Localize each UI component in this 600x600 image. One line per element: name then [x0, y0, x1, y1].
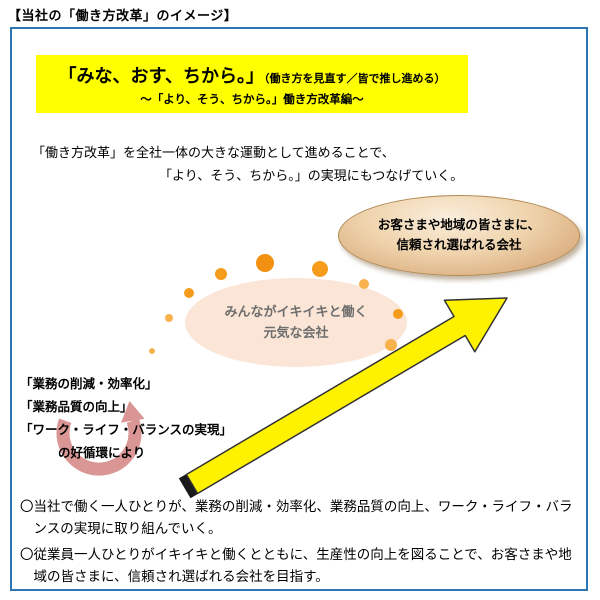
slogan-line: 「みな、おす、ちから。」（働き方を見直す／皆で推し進める） — [40, 62, 464, 88]
summary-bullet-1: 〇当社で働く一人ひとりが、業務の削減・効率化、業務品質の向上、ワーク・ライフ・バ… — [20, 499, 573, 537]
decoration-dot — [256, 254, 274, 272]
diagram-frame: 「みな、おす、ちから。」（働き方を見直す／皆で推し進める） ～「より、そう、ちか… — [10, 27, 588, 591]
summary-bullets: 〇当社で働く一人ひとりが、業務の削減・効率化、業務品質の向上、ワーク・ライフ・バ… — [20, 496, 582, 591]
mid-ellipse-line2: 元気な会社 — [263, 324, 329, 340]
goal-ellipse-line2: 信頼され選ばれる会社 — [396, 237, 522, 252]
decoration-dot — [393, 309, 403, 319]
cycle-line1: 「業務の削減・効率化」 — [20, 377, 158, 391]
summary-bullet-2: 〇従業員一人ひとりがイキイキと働くとともに、生産性の向上を図ることで、お客さまや… — [20, 546, 572, 584]
cycle-line4: の好循環により — [58, 446, 146, 461]
decoration-dot — [312, 261, 328, 277]
decoration-dot — [149, 348, 155, 354]
decoration-dot — [184, 288, 194, 298]
intro-paragraph: 「働き方改革」を全社一体の大きな運動として進めることで、 「より、そう、ちから。… — [32, 141, 577, 188]
decoration-dot — [385, 339, 397, 351]
slogan-sub-text: ～「より、そう、ちから。」働き方改革編～ — [140, 94, 364, 106]
goal-ellipse-line1: お客さまや地域の皆さまに、 — [377, 218, 541, 233]
cycle-line3: 「ワーク・ライフ・バランスの実現」 — [20, 423, 233, 438]
trusted-company-ellipse: お客さまや地域の皆さまに、 信頼され選ばれる会社 — [338, 195, 580, 276]
cycle-text-block: 「業務の削減・効率化」 「業務品質の向上」 「ワーク・ライフ・バランスの実現」 … — [20, 373, 232, 466]
cycle-line2: 「業務品質の向上」 — [20, 400, 133, 415]
decoration-dot — [215, 268, 227, 280]
mid-ellipse-line1: みんながイキイキと働く — [224, 303, 368, 319]
slogan-note-text: （働き方を見直す／皆で推し進める） — [264, 73, 446, 85]
decoration-dot — [359, 279, 369, 289]
slogan-banner: 「みな、おす、ちから。」（働き方を見直す／皆で推し進める） ～「より、そう、ちか… — [36, 55, 468, 113]
page-title: 【当社の「働き方改革」のイメージ】 — [8, 8, 238, 23]
intro-line2: 「より、そう、ちから。」の実現にもつなげていく。 — [159, 168, 464, 184]
intro-line1: 「働き方改革」を全社一体の大きな運動として進めることで、 — [32, 145, 395, 160]
slogan-main-text: 「みな、おす、ちから。」 — [58, 66, 265, 86]
energetic-company-ellipse: みんながイキイキと働く 元気な会社 — [185, 278, 407, 367]
decoration-dot — [165, 314, 173, 322]
